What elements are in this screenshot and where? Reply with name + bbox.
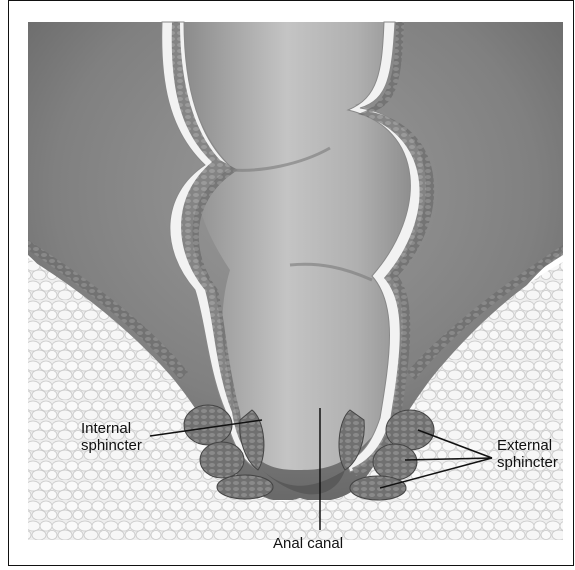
external-sphincter-right-lower [350, 476, 406, 500]
label-external-sphincter-line2: sphincter [497, 454, 558, 471]
external-sphincter-left-lower [217, 475, 273, 499]
label-external-sphincter: External sphincter [497, 437, 558, 471]
external-sphincter-right-middle [373, 444, 417, 480]
label-external-sphincter-line1: External [497, 437, 558, 454]
label-internal-sphincter-line2: sphincter [81, 437, 142, 454]
label-internal-sphincter: Internal sphincter [81, 420, 142, 454]
external-sphincter-left-middle [200, 442, 244, 478]
label-internal-sphincter-line1: Internal [81, 420, 142, 437]
label-anal-canal: Anal canal [273, 535, 343, 552]
